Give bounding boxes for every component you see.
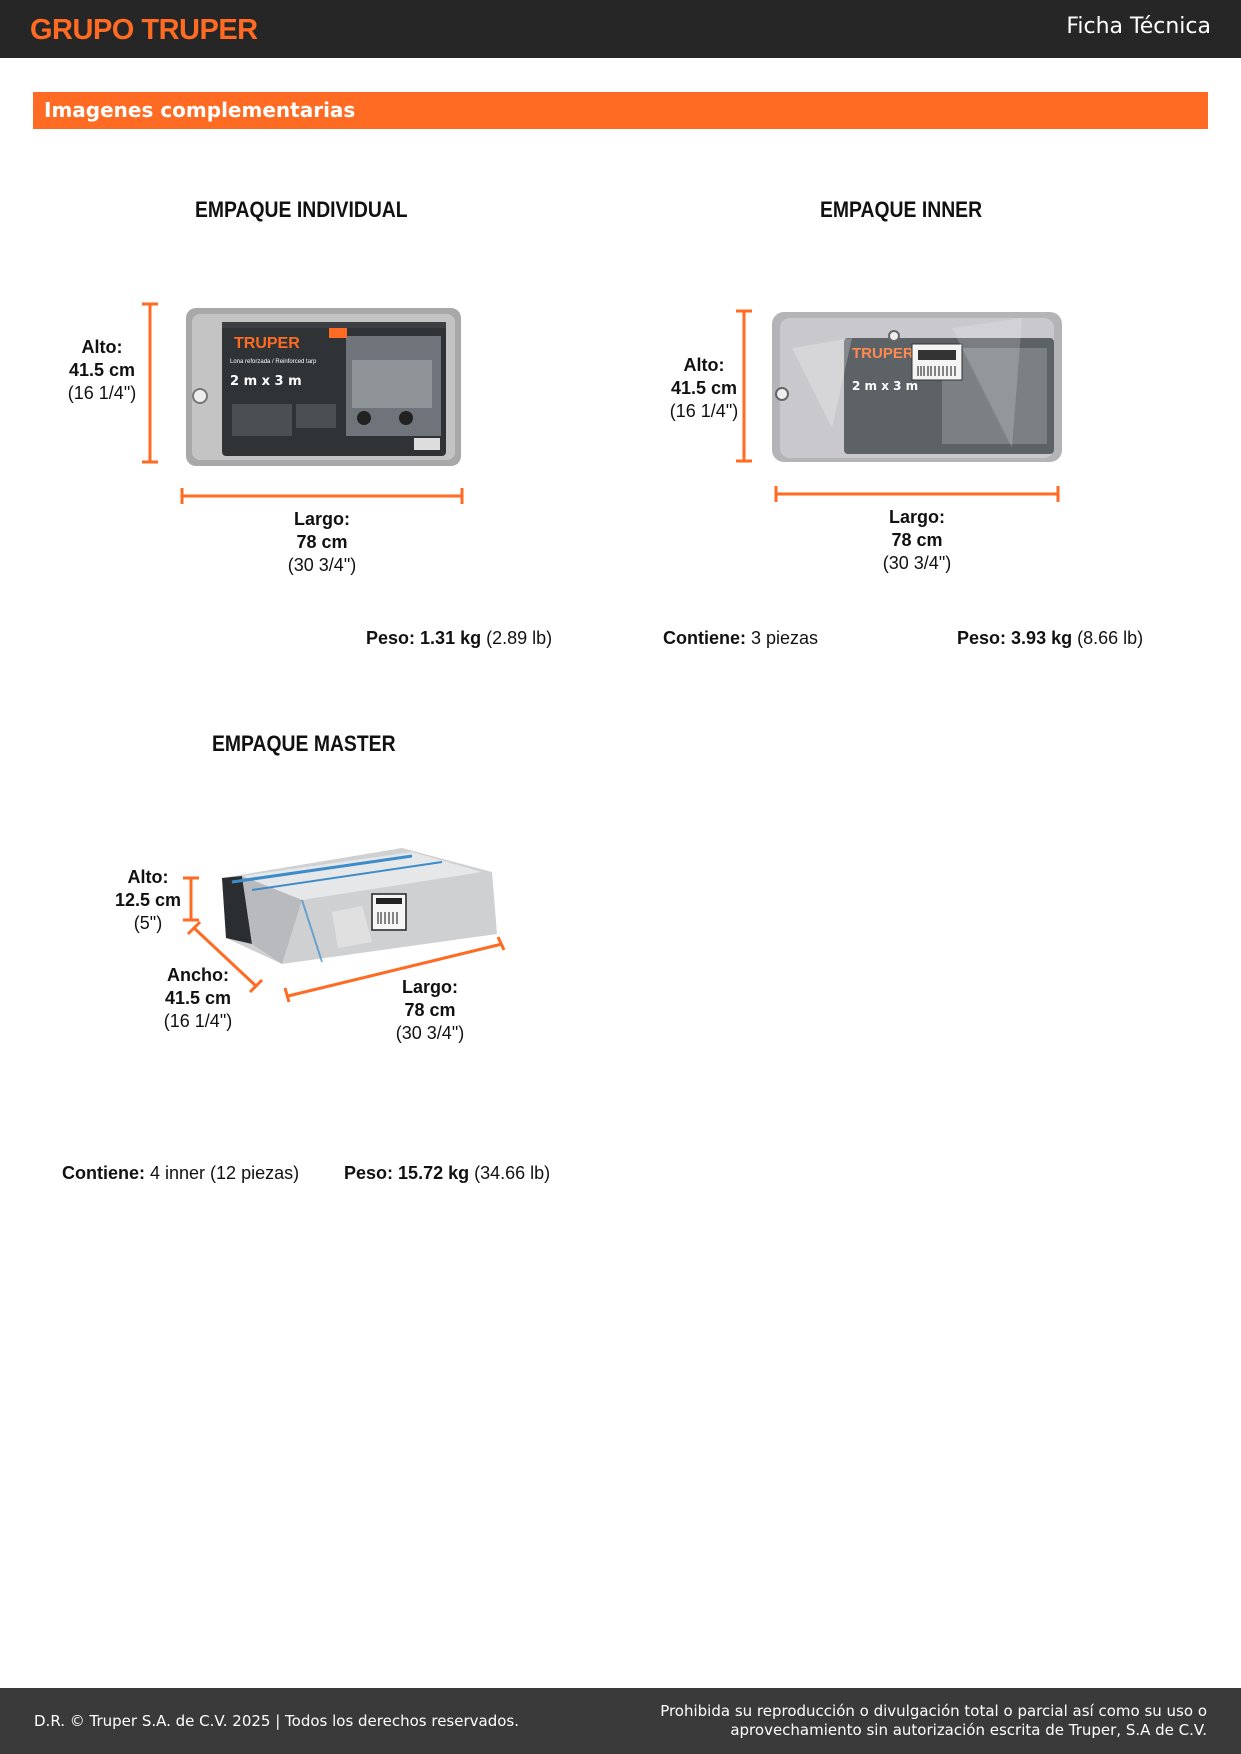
grupo-truper-logo: GRUPO TRUPER — [30, 14, 258, 46]
individual-package-name: Lona reforzada / Reinforced tarp — [230, 359, 317, 365]
section-header-bar: Imagenes complementarias — [33, 92, 1208, 129]
individual-package-image: TRUPER Lona reforzada / Reinforced tarp … — [186, 300, 461, 466]
inner-length-dimension-line — [774, 486, 1060, 502]
individual-length-label: Largo: 78 cm (30 3/4") — [287, 509, 357, 575]
inner-height-label: Alto: 41.5 cm (16 1/4") — [669, 355, 739, 421]
individual-package-size: 2 m x 3 m — [230, 374, 302, 389]
inner-contents: Contiene: 3 piezas — [663, 628, 819, 648]
master-heading: EMPAQUE MASTER — [212, 731, 396, 756]
individual-height-label: Alto: 41.5 cm (16 1/4") — [67, 337, 137, 403]
footer-legal-notice: Prohibida su reproducción o divulgación … — [660, 1702, 1207, 1739]
individual-package-brand: TRUPER — [234, 335, 300, 352]
section-title: Imagenes complementarias — [44, 98, 356, 122]
document-type-label: Ficha Técnica — [1066, 14, 1211, 39]
inner-heading: EMPAQUE INNER — [820, 197, 983, 222]
master-contents: Contiene: 4 inner (12 piezas) — [62, 1163, 300, 1183]
footer: D.R. © Truper S.A. de C.V. 2025 | Todos … — [0, 1688, 1241, 1754]
inner-package-image: TRUPER 2 m x 3 m — [772, 308, 1062, 464]
master-length-dimension-line — [283, 936, 506, 1003]
inner-height-dimension-line — [736, 309, 752, 463]
individual-heading: EMPAQUE INDIVIDUAL — [195, 197, 408, 222]
master-height-label: Alto: 12.5 cm (5") — [114, 867, 182, 933]
master-width-label: Ancho: 41.5 cm (16 1/4") — [163, 965, 233, 1031]
master-height-dimension-line — [183, 876, 199, 922]
inner-length-label: Largo: 78 cm (30 3/4") — [882, 507, 952, 573]
inner-package-brand: TRUPER — [852, 345, 914, 362]
inner-package-size: 2 m x 3 m — [852, 379, 918, 393]
individual-length-dimension-line — [180, 488, 464, 504]
top-bar: GRUPO TRUPER Ficha Técnica — [0, 0, 1241, 58]
master-weight: Peso: 15.72 kg (34.66 lb) — [344, 1163, 551, 1183]
master-width-dimension-line — [186, 920, 264, 994]
individual-height-dimension-line — [142, 302, 158, 464]
master-package-image — [212, 842, 502, 966]
master-length-label: Largo: 78 cm (30 3/4") — [395, 977, 465, 1043]
footer-copyright: D.R. © Truper S.A. de C.V. 2025 | Todos … — [34, 1712, 519, 1730]
inner-weight: Peso: 3.93 kg (8.66 lb) — [957, 628, 1144, 648]
individual-weight: Peso: 1.31 kg (2.89 lb) — [366, 628, 553, 648]
